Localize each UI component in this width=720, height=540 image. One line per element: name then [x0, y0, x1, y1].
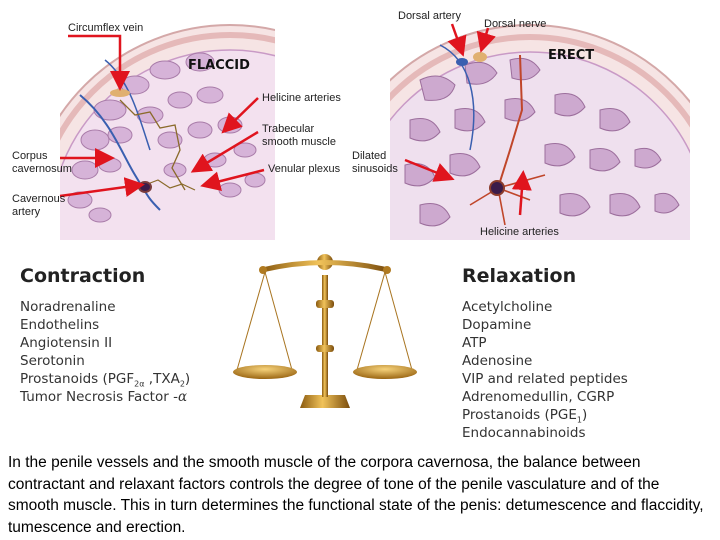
label-dorsal-nerve: Dorsal nerve [484, 18, 547, 30]
relaxation-item: ATP [462, 335, 487, 351]
caption-text: In the penile vessels and the smooth mus… [8, 452, 714, 538]
contraction-list: Noradrenaline Endothelins Angiotensin II… [20, 298, 190, 406]
relaxation-item-prostanoids: Prostanoids (PGE1) [462, 407, 588, 425]
erect-state-label: ERECT [548, 48, 595, 63]
label-cavernous-artery: Cavernous artery [12, 193, 66, 218]
flaccid-arrows [59, 34, 265, 198]
balance-scale [233, 254, 417, 408]
label-helicine-arteries-flaccid: Helicine arteries [262, 92, 341, 104]
contraction-item: Angiotensin II [20, 335, 113, 351]
relaxation-item: VIP and related peptides [462, 371, 628, 387]
contraction-item-prostanoids: Prostanoids (PGF2α ,TXA2) [20, 371, 191, 389]
relaxation-item: Dopamine [462, 317, 532, 333]
contraction-item: Noradrenaline [20, 299, 116, 315]
contraction-title: Contraction [20, 265, 146, 287]
relaxation-list: Acetylcholine Dopamine ATP Adenosine VIP… [462, 298, 628, 442]
label-dorsal-artery: Dorsal artery [398, 10, 461, 22]
label-trabecular-smooth-muscle: Trabecular smooth muscle [262, 123, 336, 148]
relaxation-item: Endocannabinoids [462, 425, 586, 441]
label-corpus-cavernosum: Corpus cavernosum [12, 150, 72, 175]
erect-cross-section [390, 24, 690, 240]
label-dilated-sinusoids: Dilated sinusoids [352, 150, 398, 175]
relaxation-item: Adenosine [462, 353, 533, 369]
relaxation-item: Adrenomedullin, CGRP [462, 389, 615, 405]
flaccid-state-label: FLACCID [188, 58, 250, 73]
contraction-item: Serotonin [20, 353, 85, 369]
relaxation-title: Relaxation [462, 265, 577, 287]
erect-arrows [404, 23, 532, 216]
label-helicine-arteries-erect: Helicine arteries [480, 226, 559, 238]
contraction-item: Endothelins [20, 317, 100, 333]
label-circumflex-vein: Circumflex vein [68, 22, 144, 34]
contraction-item-tnf: Tumor Necrosis Factor -α [20, 389, 188, 405]
label-venular-plexus: Venular plexus [268, 163, 341, 175]
relaxation-item: Acetylcholine [462, 299, 553, 315]
